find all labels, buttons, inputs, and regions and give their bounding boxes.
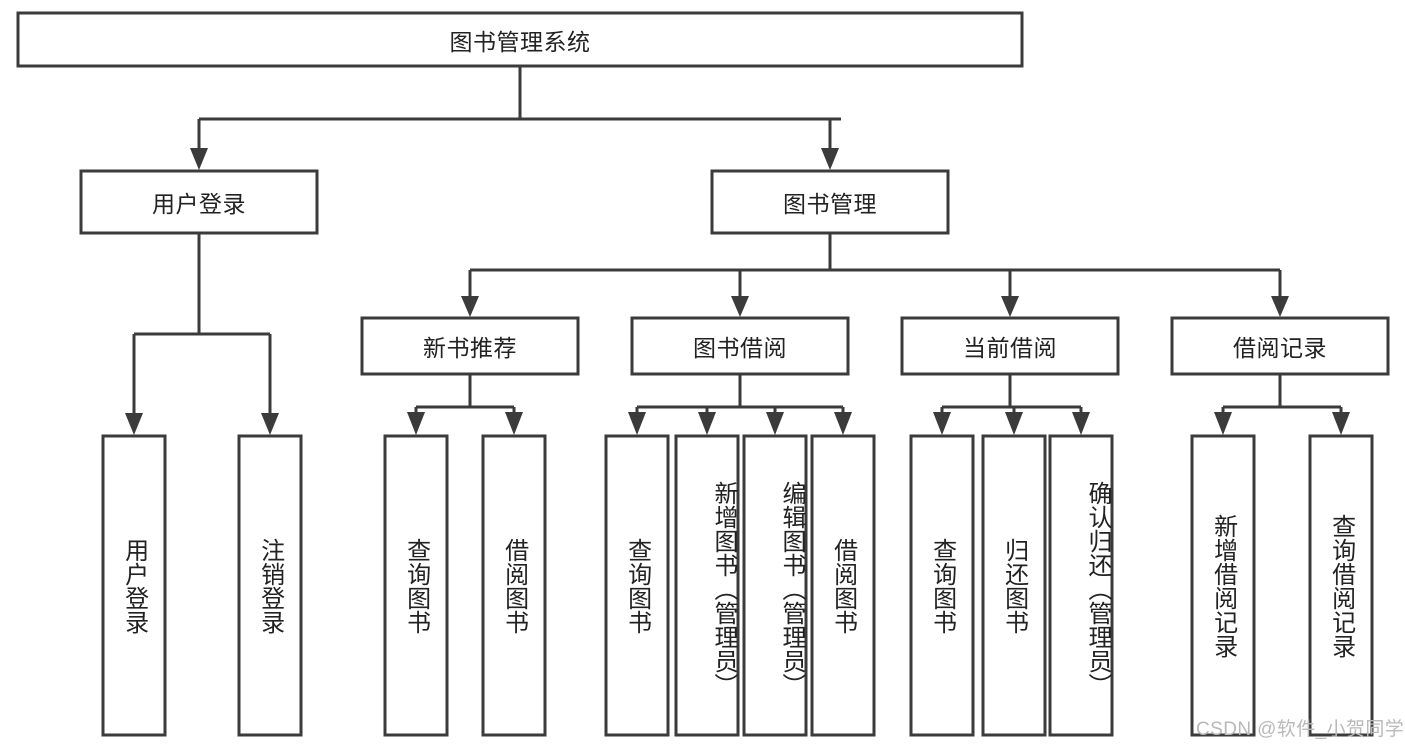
leaf-box-add-book-admin bbox=[674, 434, 740, 737]
node-label-current-borrow: 当前借阅 bbox=[963, 335, 1057, 361]
leaf-box-borrow-book-2 bbox=[810, 434, 876, 737]
node-label-user-login: 用户登录 bbox=[152, 191, 246, 217]
connector-root-to-level2 bbox=[190, 66, 841, 170]
node-label-book-borrow: 图书借阅 bbox=[693, 335, 787, 361]
arrow-head-leaf-query-book-1 bbox=[407, 412, 425, 435]
arrow-head-leaf-user-login bbox=[125, 413, 143, 435]
connector-borrow-record-to-leaves bbox=[1214, 374, 1350, 435]
arrow-head-leaf-add-book-admin bbox=[698, 412, 716, 435]
arrow-head-leaf-query-book-2 bbox=[628, 412, 646, 435]
arrow-head-leaf-query-book-3 bbox=[933, 412, 951, 435]
node-box-current-borrow bbox=[900, 316, 1120, 376]
leaf-box-confirm-return-admin bbox=[1048, 434, 1114, 737]
node-label-new-book-recommend: 新书推荐 bbox=[423, 335, 517, 361]
leaf-box-add-borrow-record bbox=[1190, 434, 1256, 737]
leaf-box-query-borrow-record bbox=[1308, 434, 1374, 737]
node-box-root bbox=[16, 11, 1024, 68]
leaf-label-add-borrow-record: 新增借阅记录 bbox=[1209, 513, 1237, 658]
connector-new-book-recommend-to-leaves bbox=[407, 374, 523, 435]
arrow-head-leaf-borrow-book-1 bbox=[505, 412, 523, 435]
arrow-head-leaf-edit-book-admin bbox=[766, 412, 784, 435]
leaf-label-user-login: 用户登录 bbox=[120, 537, 148, 634]
leaf-label-edit-book-admin: 编辑图书（管理员） bbox=[778, 480, 805, 697]
leaf-box-edit-book-admin bbox=[742, 434, 808, 737]
leaf-box-query-book-3 bbox=[909, 434, 975, 737]
arrow-head-leaf-logout bbox=[261, 413, 279, 435]
leaf-label-logout: 注销登录 bbox=[256, 537, 284, 634]
leaf-box-query-book-2 bbox=[604, 434, 670, 737]
leaf-box-borrow-book-1 bbox=[481, 434, 547, 737]
arrow-head-leaf-confirm-return-admin bbox=[1072, 412, 1090, 435]
arrow-head-current-borrow bbox=[1001, 296, 1019, 317]
leaf-box-user-login bbox=[101, 434, 167, 737]
connector-user-login-to-leaves bbox=[125, 233, 279, 435]
arrow-head-user-login bbox=[190, 148, 208, 170]
leaf-label-confirm-return-admin: 确认归还（管理员） bbox=[1084, 480, 1111, 697]
arrow-head-new-book-recommend bbox=[461, 296, 479, 317]
connector-book-management-to-level3 bbox=[461, 233, 1289, 317]
node-box-user-login bbox=[79, 169, 319, 235]
arrow-head-leaf-add-borrow-record bbox=[1214, 412, 1232, 435]
node-label-book-management: 图书管理 bbox=[783, 191, 877, 217]
node-label-root: 图书管理系统 bbox=[449, 28, 591, 55]
leaf-label-query-book-1: 查询图书 bbox=[402, 537, 430, 634]
arrow-head-leaf-query-borrow-record bbox=[1332, 412, 1350, 435]
leaf-box-return-book bbox=[981, 434, 1047, 737]
arrow-head-leaf-return-book bbox=[1005, 412, 1023, 435]
arrow-head-borrow-record bbox=[1271, 296, 1289, 317]
leaf-label-borrow-book-1: 借阅图书 bbox=[500, 537, 528, 634]
connector-current-borrow-to-leaves bbox=[933, 374, 1090, 435]
arrow-head-book-borrow bbox=[731, 296, 749, 317]
leaf-label-query-book-2: 查询图书 bbox=[623, 537, 651, 634]
leaf-label-query-book-3: 查询图书 bbox=[928, 537, 956, 634]
leaf-label-return-book: 归还图书 bbox=[1000, 537, 1028, 634]
leaf-label-borrow-book-2: 借阅图书 bbox=[829, 537, 857, 634]
arrow-head-book-management bbox=[821, 148, 839, 170]
arrow-head-leaf-borrow-book-2 bbox=[834, 412, 852, 435]
csdn-watermark: CSDN @软件_小贺同学 bbox=[1196, 719, 1405, 740]
leaf-box-query-book-1 bbox=[383, 434, 449, 737]
node-label-borrow-record: 借阅记录 bbox=[1233, 335, 1327, 361]
leaf-box-logout bbox=[237, 434, 303, 737]
leaf-label-query-borrow-record: 查询借阅记录 bbox=[1327, 513, 1355, 658]
leaf-label-add-book-admin: 新增图书（管理员） bbox=[710, 480, 737, 697]
connector-book-borrow-to-leaves bbox=[628, 374, 852, 435]
node-box-new-book-recommend bbox=[360, 316, 580, 376]
